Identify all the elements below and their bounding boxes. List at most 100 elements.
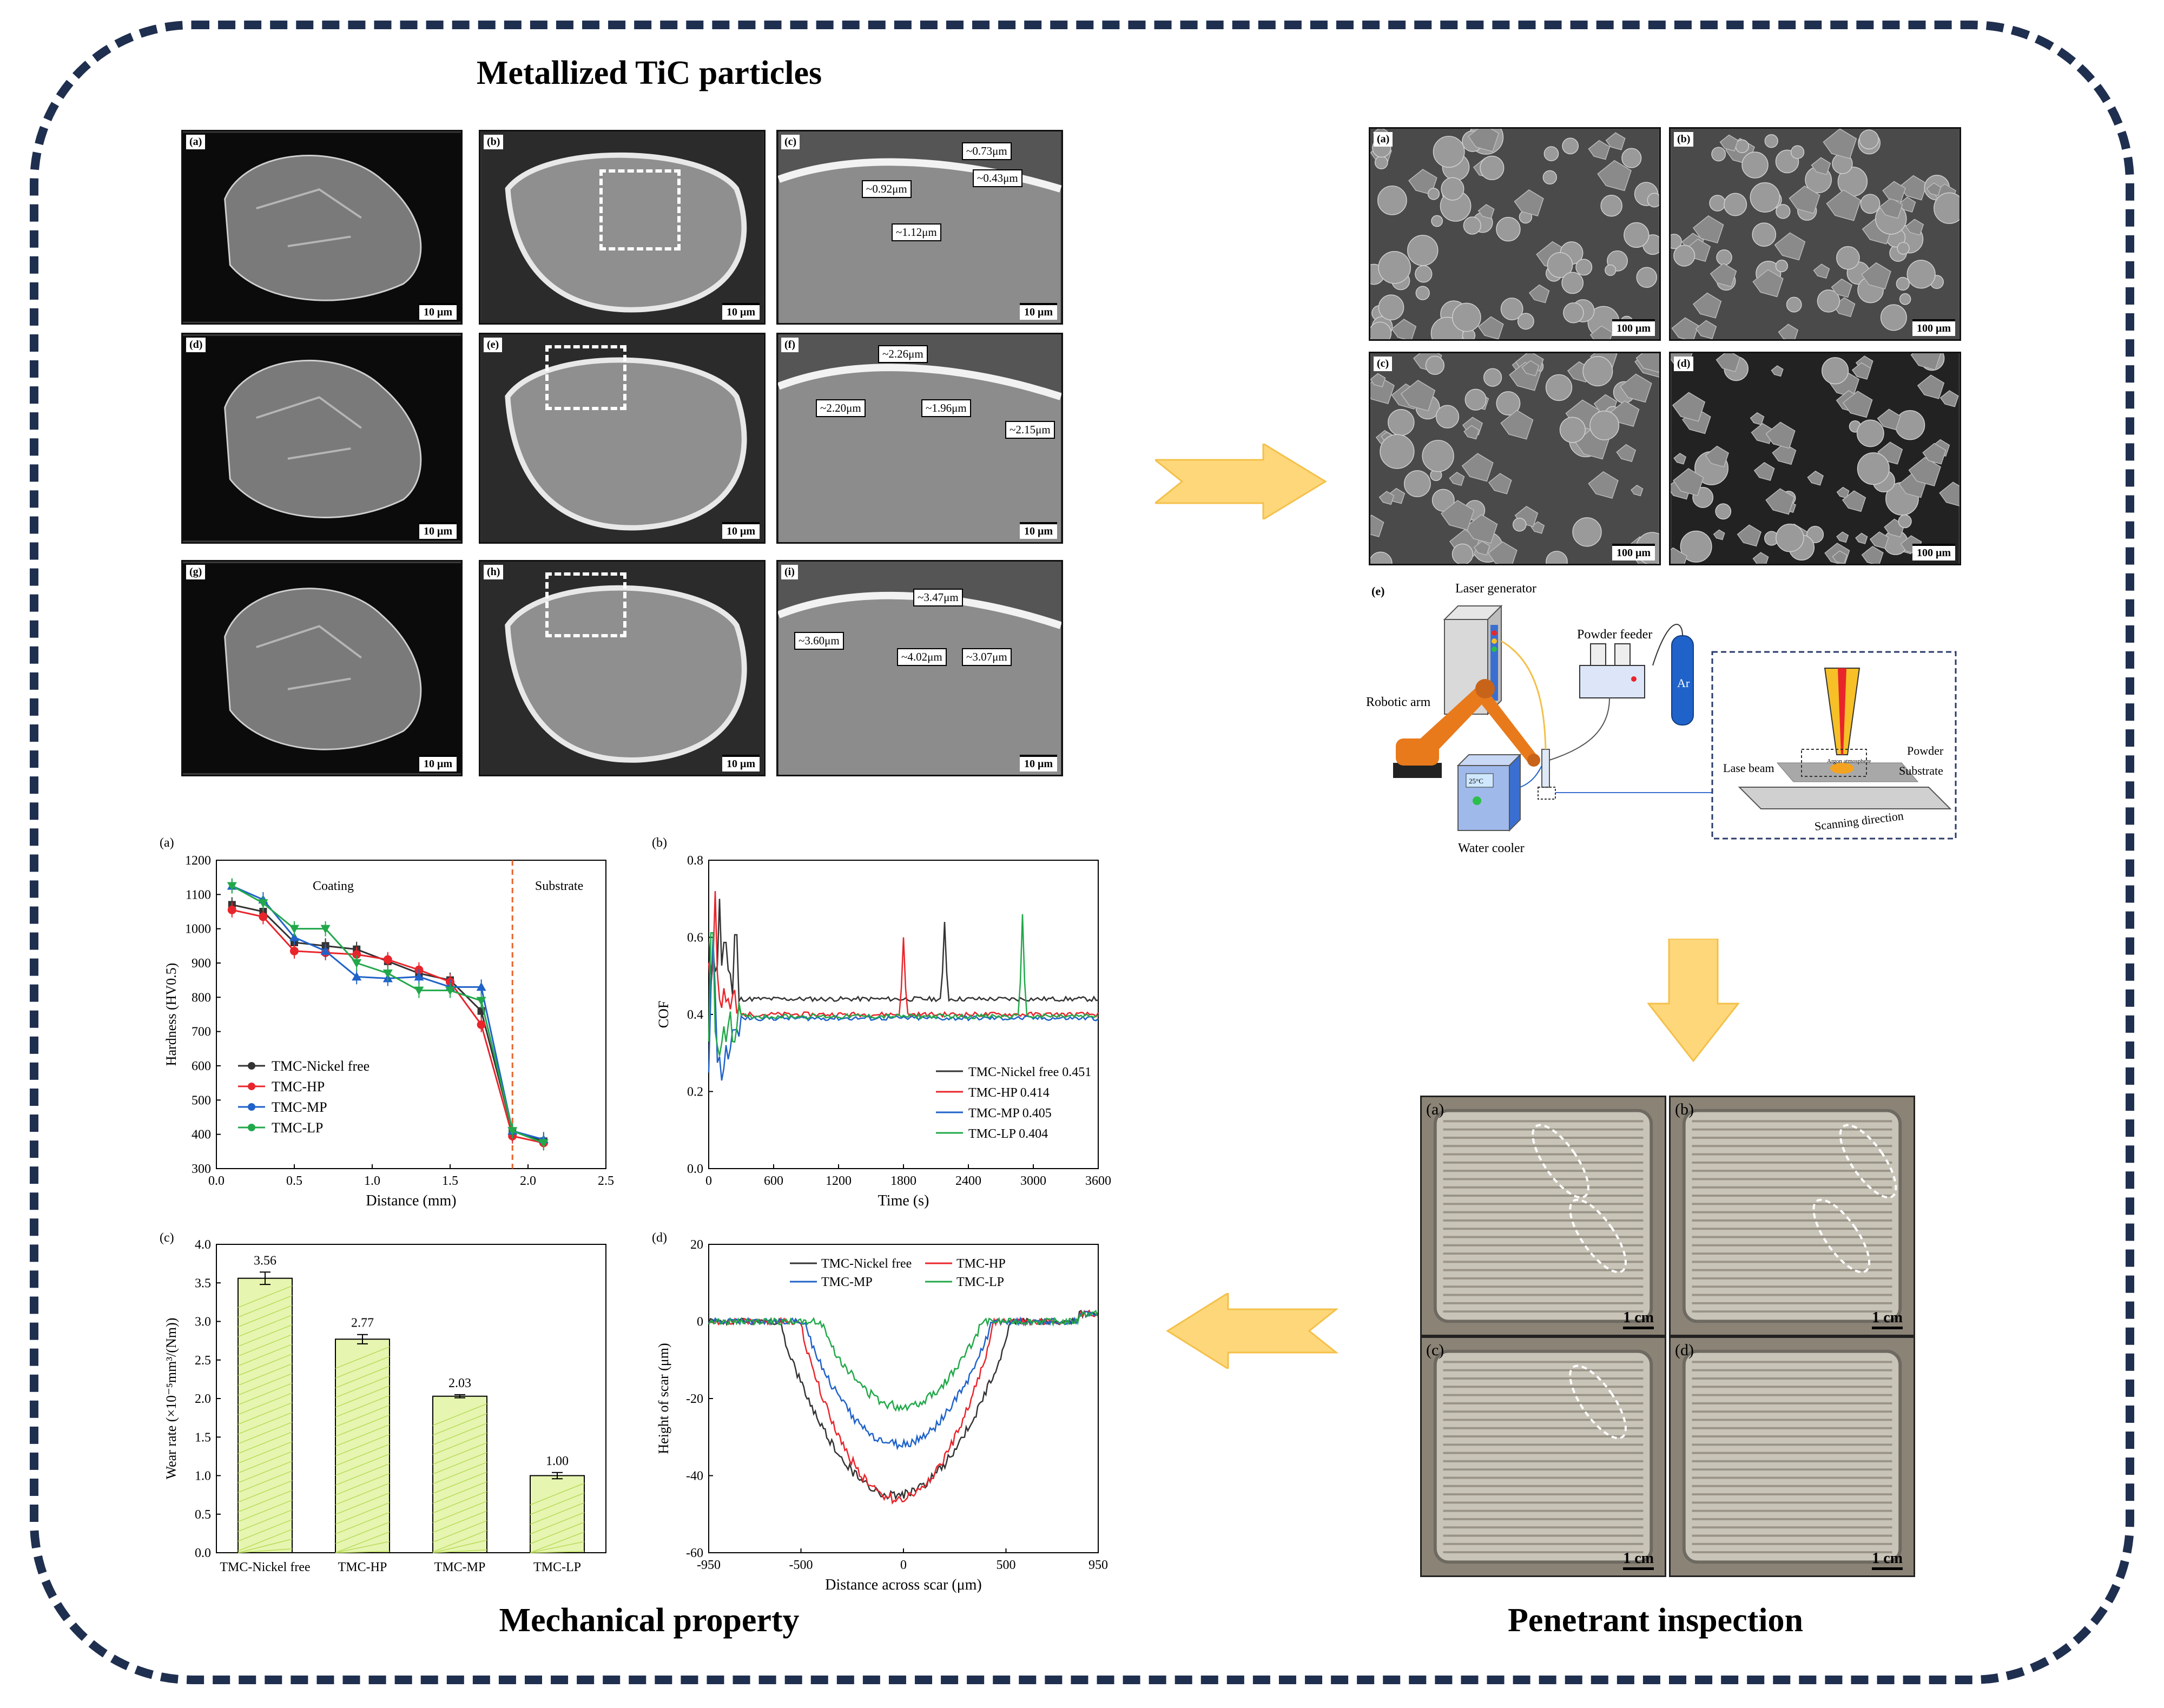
legend-label: TMC-Nickel free	[272, 1058, 370, 1074]
sem-panel: (g) 10 μm	[181, 560, 463, 776]
sem-image	[778, 131, 1061, 323]
sem-panel: (h)10 μm	[479, 560, 766, 776]
chart-panel-label: (c)	[160, 1231, 174, 1245]
sem-panel: (f)10 μm~2.26μm~2.20μm~1.96μm~2.15μm	[776, 333, 1063, 544]
scale-bar: 10 μm	[419, 755, 457, 771]
bar-hatch	[432, 1423, 487, 1446]
bar-hatch	[530, 1492, 585, 1515]
wear-bar	[530, 1475, 585, 1553]
x-tick-label: 950	[1088, 1558, 1108, 1572]
penetrant-photo: (c)1 cm	[1420, 1336, 1666, 1577]
bar-value-label: 1.00	[546, 1454, 569, 1468]
x-tick-label: 3600	[1085, 1174, 1111, 1188]
y-tick-label: 800	[192, 991, 211, 1005]
arrow-down	[1647, 939, 1739, 1063]
bar-hatch	[237, 1451, 293, 1474]
laser-beam	[1838, 668, 1846, 755]
bar-hatch	[335, 1385, 390, 1408]
robot-joint	[1475, 679, 1495, 698]
scale-bar: 100 μm	[1912, 544, 1955, 560]
bar-hatch	[432, 1501, 487, 1524]
x-tick-label: 0.5	[286, 1174, 302, 1188]
category-label: TMC-Nickel free	[220, 1560, 310, 1574]
panel-label: (d)	[186, 338, 206, 352]
zoom-region-box	[545, 345, 626, 410]
scale-bar: 10 μm	[419, 303, 457, 320]
indicator-light-red	[1492, 630, 1497, 636]
powder-feeder-box	[1579, 665, 1645, 698]
y-tick-label: 0	[697, 1315, 703, 1329]
y-axis-label: Hardness (HV0.5)	[163, 963, 179, 1066]
cof-series-line	[708, 914, 1099, 1056]
wear-bar	[432, 1395, 487, 1553]
bar-hatch	[530, 1551, 585, 1553]
data-point	[352, 959, 362, 968]
robotic-arm-label: Robotic arm	[1366, 695, 1431, 709]
bar-hatch	[335, 1453, 390, 1476]
thickness-measurement: ~2.20μm	[816, 399, 866, 417]
sem-panel: (d)10 μm	[181, 333, 463, 544]
powder-image	[1671, 353, 1960, 564]
thickness-measurement: ~2.26μm	[878, 345, 928, 363]
panel-label: (c)	[781, 135, 800, 149]
y-tick-label: 3.5	[195, 1276, 211, 1290]
y-tick-label: 400	[192, 1128, 211, 1142]
thickness-measurement: ~4.02μm	[897, 648, 947, 666]
scale-bar: 10 μm	[722, 303, 760, 320]
bar-hatch	[237, 1354, 293, 1376]
thickness-measurement: ~1.12μm	[892, 223, 941, 241]
y-tick-label: 900	[192, 957, 211, 971]
scale-bar: 10 μm	[722, 522, 760, 539]
panel-label: (b)	[484, 135, 504, 149]
powder-image	[1370, 129, 1659, 339]
bar-hatch	[432, 1472, 487, 1494]
panel-label: (g)	[186, 565, 206, 579]
fiber-line	[1501, 640, 1547, 750]
panel-label: (a)	[186, 135, 206, 149]
y-axis-label: Wear rate (×10⁻⁵mm³/(Nm))	[163, 1318, 179, 1480]
bar-hatch	[237, 1509, 293, 1532]
bar-hatch	[237, 1422, 293, 1445]
data-point	[445, 986, 455, 995]
panel-label: (i)	[781, 565, 798, 579]
scale-bar: 100 μm	[1612, 319, 1655, 336]
legend-label: TMC-MP	[272, 1099, 327, 1115]
thickness-measurement: ~0.92μm	[862, 180, 912, 198]
bar-hatch	[237, 1500, 293, 1522]
bar-hatch	[530, 1531, 585, 1553]
powder-line	[1549, 697, 1610, 761]
x-tick-label: 1.5	[442, 1174, 458, 1188]
x-tick-label: 2.0	[520, 1174, 536, 1188]
y-tick-label: 0.4	[687, 1008, 703, 1022]
cladded-sample	[1671, 1338, 1914, 1575]
bar-hatch	[432, 1539, 487, 1553]
y-tick-label: 2.0	[195, 1392, 211, 1406]
y-axis-label: Height of scar (μm)	[656, 1343, 671, 1454]
bar-hatch	[530, 1482, 585, 1506]
melt-pool	[1830, 763, 1854, 774]
matrix-region	[778, 162, 1061, 323]
mechanical-title: Mechanical property	[499, 1602, 800, 1639]
data-point	[538, 1139, 549, 1148]
y-tick-label: 0.2	[687, 1085, 703, 1099]
bar-hatch	[432, 1520, 487, 1543]
cof-series-line	[708, 937, 1099, 1081]
scale-bar: 100 μm	[1612, 544, 1655, 560]
sem-panel: (e)10 μm	[479, 333, 766, 544]
wear-bar	[237, 1277, 293, 1553]
y-tick-label: 1200	[185, 854, 211, 868]
substrate-plate	[1738, 787, 1952, 809]
bar-hatch	[432, 1403, 487, 1426]
bar-hatch	[237, 1402, 293, 1425]
bar-hatch	[432, 1530, 487, 1553]
bar-hatch	[237, 1538, 293, 1553]
x-axis-label: Distance (mm)	[366, 1192, 456, 1209]
arrow-left	[1166, 1293, 1339, 1369]
legend-label: TMC-MP	[821, 1275, 873, 1289]
data-point	[320, 946, 331, 955]
y-tick-label: 0.5	[195, 1508, 211, 1522]
y-tick-label: -20	[686, 1392, 703, 1406]
scale-bar: 100 μm	[1912, 319, 1955, 336]
